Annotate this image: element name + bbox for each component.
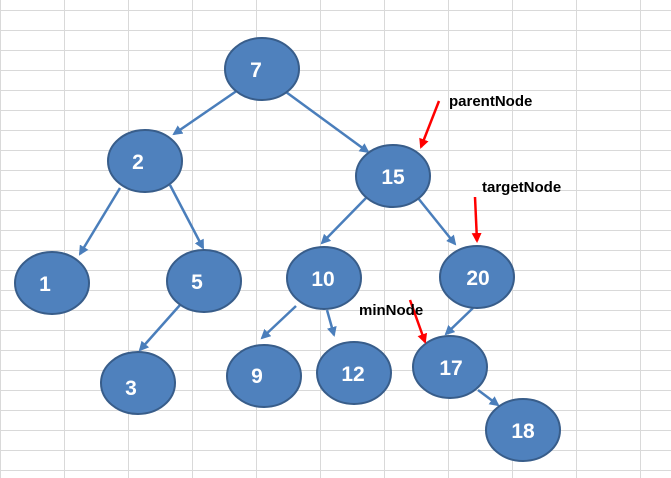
edge-10-9 <box>260 305 297 340</box>
edge-7-2 <box>172 88 239 136</box>
parent-node-label: parentNode <box>449 93 532 110</box>
edge-5-3 <box>138 304 181 352</box>
tree-nodes: 7 2 15 1 5 10 20 3 <box>14 37 561 462</box>
min-node-label: minNode <box>359 302 423 319</box>
edge-15-10 <box>320 197 367 245</box>
annotation-arrows <box>408 100 482 344</box>
node-7: 7 <box>224 37 300 101</box>
edge-20-17 <box>444 307 474 336</box>
target-node-label: targetNode <box>482 179 561 196</box>
edge-7-15 <box>285 90 370 154</box>
node-9: 9 <box>226 344 302 408</box>
node-5: 5 <box>166 249 242 313</box>
parent-node-arrow <box>419 100 441 149</box>
min-node-arrow <box>408 299 428 344</box>
node-12: 12 <box>316 341 392 405</box>
node-10: 10 <box>286 246 362 310</box>
node-3: 3 <box>100 351 176 415</box>
node-12-label: 12 <box>341 363 364 386</box>
edge-15-20 <box>417 197 457 246</box>
node-20: 20 <box>439 245 515 309</box>
node-18: 18 <box>485 398 561 462</box>
tree-edges <box>78 88 500 407</box>
edge-10-12 <box>325 309 337 337</box>
node-15: 15 <box>355 144 431 208</box>
node-2: 2 <box>107 129 183 193</box>
node-3-label: 3 <box>125 377 137 400</box>
node-10-label: 10 <box>311 268 334 291</box>
node-1: 1 <box>14 251 90 315</box>
target-node-arrow <box>471 196 482 243</box>
node-15-label: 15 <box>381 166 405 189</box>
edge-2-1 <box>78 187 122 256</box>
node-9-label: 9 <box>251 365 263 388</box>
node-7-label: 7 <box>250 59 262 82</box>
node-17-label: 17 <box>439 357 462 380</box>
node-1-label: 1 <box>39 273 51 296</box>
node-2-label: 2 <box>132 151 144 174</box>
node-18-label: 18 <box>511 420 535 443</box>
node-5-label: 5 <box>191 271 203 294</box>
edge-2-5 <box>168 184 205 250</box>
node-20-label: 20 <box>466 267 489 290</box>
node-17: 17 <box>412 335 488 399</box>
edge-17-18 <box>477 389 500 407</box>
